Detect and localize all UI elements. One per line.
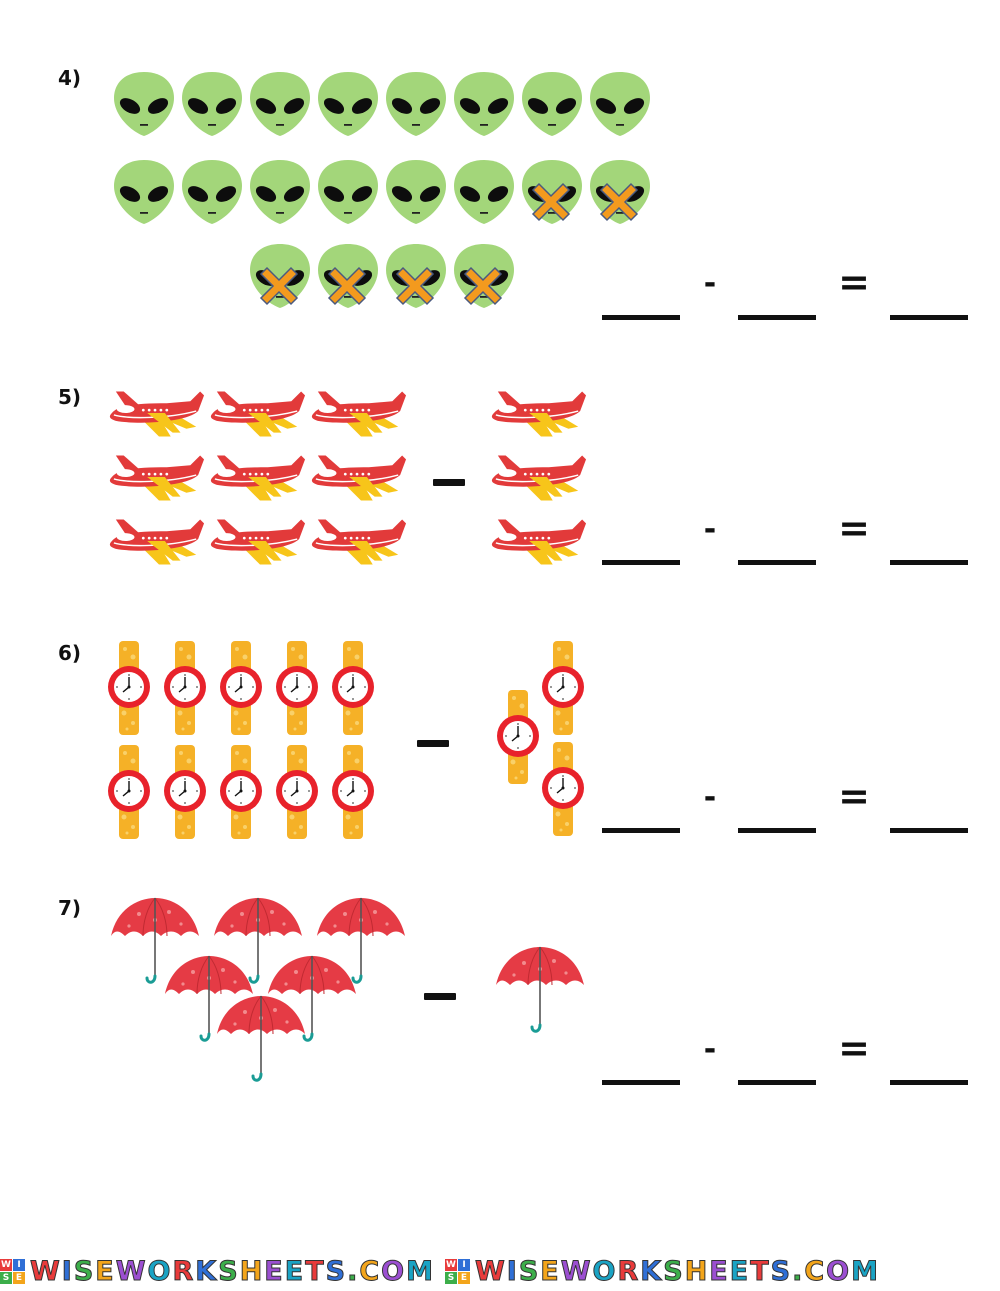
- wristwatch-icon: [331, 641, 375, 735]
- wristwatch-icon: [275, 745, 319, 839]
- equals-sign: =: [838, 774, 870, 818]
- airplane-icon: [311, 454, 407, 502]
- wristwatch-icon: [275, 641, 319, 735]
- problem-number: 4): [58, 66, 82, 90]
- wristwatch-icon: [541, 742, 585, 836]
- alien-icon: [114, 72, 174, 136]
- wristwatch-icon: [107, 641, 151, 735]
- answer-blank[interactable]: [602, 1080, 680, 1085]
- airplane-icon: [109, 390, 205, 438]
- alien-icon: [386, 72, 446, 136]
- brand-mark: W I S E WISEWORKSHEETS.COM: [0, 1255, 435, 1287]
- brand-logo-icon: W I S E: [0, 1258, 25, 1284]
- wristwatch-icon: [541, 641, 585, 735]
- answer-blank[interactable]: [738, 1080, 816, 1085]
- wristwatch-icon: [331, 745, 375, 839]
- brand-mark: W I S E WISEWORKSHEETS.COM: [445, 1255, 880, 1287]
- airplane-icon: [210, 390, 306, 438]
- airplane-icon: [311, 390, 407, 438]
- alien-icon: [182, 160, 242, 224]
- minus-sign: -: [703, 780, 717, 815]
- answer-blank[interactable]: [738, 828, 816, 833]
- airplane-icon: [210, 518, 306, 566]
- umbrella-icon: [494, 945, 586, 1033]
- problem-number: 7): [58, 896, 82, 920]
- picture-minus-sign: [433, 479, 465, 486]
- answer-blank[interactable]: [602, 560, 680, 565]
- umbrella-icon: [215, 994, 307, 1082]
- alien-icon: [114, 160, 174, 224]
- alien-icon: [386, 160, 446, 224]
- airplane-icon: [109, 454, 205, 502]
- airplane-icon: [109, 518, 205, 566]
- airplane-icon: [491, 518, 587, 566]
- equals-sign: =: [838, 1026, 870, 1070]
- airplane-icon: [491, 454, 587, 502]
- crossed-alien-icon: [250, 244, 310, 308]
- crossed-alien-icon: [318, 244, 378, 308]
- alien-icon: [454, 160, 514, 224]
- wristwatch-icon: [219, 745, 263, 839]
- equals-sign: =: [838, 506, 870, 550]
- wristwatch-icon: [163, 745, 207, 839]
- picture-minus-sign: [424, 993, 456, 1000]
- wristwatch-icon: [219, 641, 263, 735]
- problem-number: 6): [58, 641, 82, 665]
- crossed-alien-icon: [454, 244, 514, 308]
- alien-icon: [522, 72, 582, 136]
- problem-number: 5): [58, 385, 82, 409]
- answer-blank[interactable]: [890, 315, 968, 320]
- answer-blank[interactable]: [738, 560, 816, 565]
- alien-icon: [182, 72, 242, 136]
- answer-blank[interactable]: [890, 1080, 968, 1085]
- answer-blank[interactable]: [602, 315, 680, 320]
- minus-sign: -: [703, 512, 717, 547]
- alien-icon: [318, 160, 378, 224]
- wristwatch-icon: [496, 690, 540, 784]
- airplane-icon: [491, 390, 587, 438]
- wristwatch-icon: [163, 641, 207, 735]
- answer-blank[interactable]: [738, 315, 816, 320]
- minus-sign: -: [703, 1032, 717, 1067]
- crossed-alien-icon: [386, 244, 446, 308]
- minus-sign: -: [703, 266, 717, 301]
- brand-text: WISEWORKSHEETS.COM: [475, 1255, 880, 1287]
- crossed-alien-icon: [522, 160, 582, 224]
- answer-blank[interactable]: [890, 560, 968, 565]
- alien-icon: [250, 72, 310, 136]
- picture-minus-sign: [417, 740, 449, 747]
- brand-logo-icon: W I S E: [445, 1258, 470, 1284]
- wristwatch-icon: [107, 745, 151, 839]
- alien-icon: [454, 72, 514, 136]
- footer-watermark: W I S E WISEWORKSHEETS.COM W I S E WISEW…: [0, 1255, 1000, 1287]
- answer-blank[interactable]: [890, 828, 968, 833]
- equals-sign: =: [838, 260, 870, 304]
- alien-icon: [250, 160, 310, 224]
- answer-blank[interactable]: [602, 828, 680, 833]
- airplane-icon: [210, 454, 306, 502]
- alien-icon: [590, 72, 650, 136]
- brand-text: WISEWORKSHEETS.COM: [30, 1255, 435, 1287]
- airplane-icon: [311, 518, 407, 566]
- crossed-alien-icon: [590, 160, 650, 224]
- alien-icon: [318, 72, 378, 136]
